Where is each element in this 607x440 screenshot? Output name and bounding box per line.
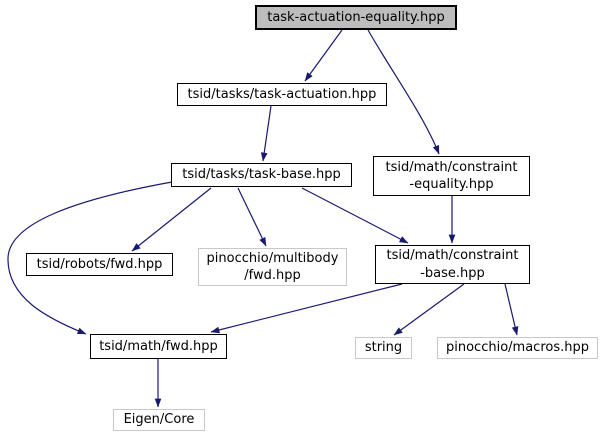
node-task-actuation[interactable]: tsid/tasks/task-actuation.hpp — [177, 83, 387, 106]
edge-task-base-to-multibody-fwd — [237, 187, 267, 247]
node-pinocchio-macros: pinocchio/macros.hpp — [437, 337, 598, 359]
edge-constraint-base-to-math-fwd — [210, 283, 403, 334]
edge-task-base-to-robots-fwd — [131, 187, 212, 252]
node-pinocchio-multibody-fwd: pinocchio/multibody /fwd.hpp — [198, 248, 347, 286]
edge-root-to-task-actuation — [304, 29, 343, 82]
node-robots-fwd[interactable]: tsid/robots/fwd.hpp — [26, 253, 173, 276]
node-task-actuation-equality: task-actuation-equality.hpp — [255, 5, 457, 30]
node-constraint-equality[interactable]: tsid/math/constraint -equality.hpp — [373, 156, 530, 196]
edge-task-base-to-math-fwd — [7, 181, 173, 335]
edge-task-base-to-constraint-base — [301, 187, 409, 244]
node-constraint-base[interactable]: tsid/math/constraint -base.hpp — [375, 245, 530, 284]
edge-task-actuation-to-task-base — [260, 105, 272, 162]
edge-constraint-base-to-pinocchio-macros — [504, 283, 519, 336]
node-eigen-core: Eigen/Core — [113, 409, 205, 431]
node-math-fwd[interactable]: tsid/math/fwd.hpp — [90, 334, 227, 359]
edge-root-to-constraint-equality — [367, 29, 440, 155]
node-task-base[interactable]: tsid/tasks/task-base.hpp — [171, 163, 352, 187]
node-string: string — [355, 337, 412, 359]
edge-constraint-base-to-string — [393, 283, 465, 336]
